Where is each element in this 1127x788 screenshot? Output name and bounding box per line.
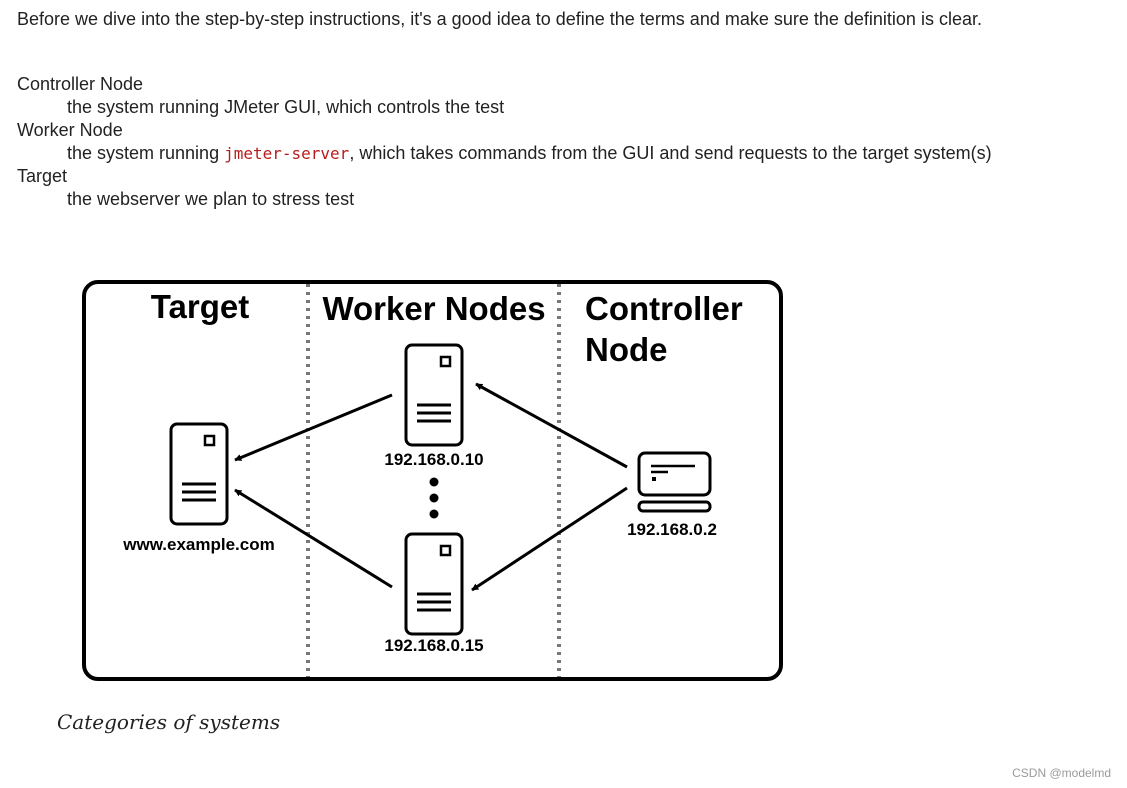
server-icon — [169, 422, 229, 526]
arrow-icon — [234, 393, 393, 462]
column-title-target: Target — [151, 288, 249, 325]
term-target: Target — [17, 166, 68, 186]
desc-worker-after: , which takes commands from the GUI and … — [349, 143, 992, 163]
column-title-controller-line1: Controller — [585, 290, 743, 327]
controller-ip-label: 192.168.0.2 — [627, 520, 717, 539]
column-title-workers: Worker Nodes — [322, 290, 545, 327]
watermark: CSDN @modelmd — [1012, 766, 1111, 780]
laptop-icon — [637, 451, 712, 513]
worker2-ip-label: 192.168.0.15 — [384, 636, 483, 655]
server-icon — [404, 532, 464, 636]
desc-worker-before: the system running — [67, 143, 225, 163]
target-host-label: www.example.com — [122, 535, 274, 554]
desc-target: the webserver we plan to stress test — [67, 189, 355, 209]
server-icon — [404, 343, 464, 447]
vertical-ellipsis-icon — [429, 477, 439, 519]
desc-worker-node: the system running jmeter-server, which … — [67, 142, 1027, 165]
arrow-icon — [475, 382, 628, 469]
arrow-icon — [471, 486, 628, 592]
figure-caption: Categories of systems — [57, 710, 281, 734]
definition-list: Controller Node the system running JMete… — [17, 73, 1027, 211]
systems-diagram: Target Worker Nodes Controller Node www.… — [82, 280, 783, 681]
desc-controller-node: the system running JMeter GUI, which con… — [67, 97, 505, 117]
worker1-ip-label: 192.168.0.10 — [384, 450, 483, 469]
column-title-controller-line2: Node — [585, 331, 668, 368]
intro-paragraph: Before we dive into the step-by-step ins… — [17, 9, 982, 29]
term-worker-node: Worker Node — [17, 120, 123, 140]
arrow-icon — [234, 488, 393, 589]
jmeter-server-code: jmeter-server — [224, 144, 350, 163]
term-controller-node: Controller Node — [17, 74, 144, 94]
